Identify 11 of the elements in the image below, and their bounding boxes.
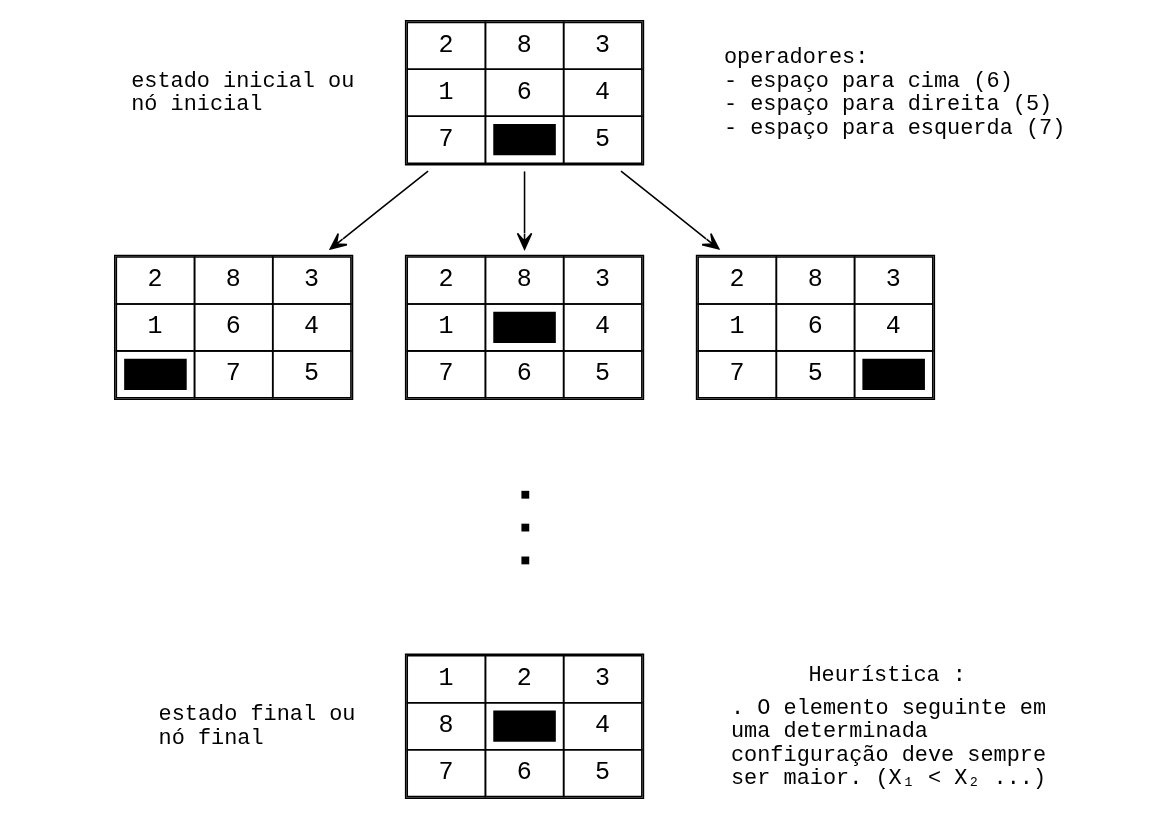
arrow [620,170,720,250]
node-label: estado inicial ou nó inicial [131,68,355,118]
label: operadores: [723,45,869,71]
label: - espaço para cima (6) [723,68,1013,94]
node-label: estado final ou nó final [158,702,356,751]
label: - espaço para esquerda (7) [723,115,1066,141]
label: . O elemento seguinte em uma determinada configuração deve sempre ser maior. (X₁ < X₂ ...) [731,696,1047,792]
label: Heurística : [808,663,966,689]
label: - espaço para direita (5) [723,92,1053,118]
arrow [516,170,533,250]
arrow [329,170,429,250]
